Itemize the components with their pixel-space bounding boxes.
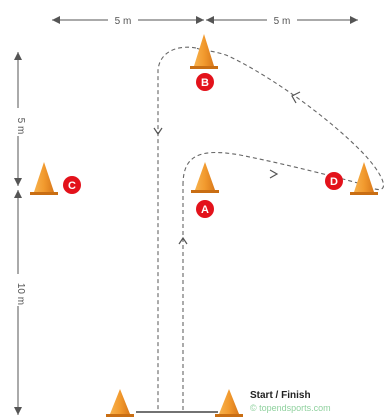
- dimension-label-left-upper: 5 m: [15, 118, 26, 135]
- dimension-top-left: 5 m: [52, 13, 204, 27]
- cone-a: [191, 162, 219, 193]
- arrow-right-lane-up-icon: [178, 236, 188, 245]
- path-b-to-finish: [157, 46, 197, 410]
- marker-c-badge: C: [63, 176, 81, 194]
- cone-start-right: [215, 389, 243, 417]
- marker-b-badge: B: [196, 73, 214, 91]
- cone-b: [190, 34, 218, 69]
- dimension-left-upper: 5 m: [10, 52, 26, 186]
- marker-a-badge: A: [196, 200, 214, 218]
- start-finish-label: Start / Finish: [250, 390, 311, 401]
- dimension-left-lower: 10 m: [10, 190, 26, 415]
- dimension-label-top-right: 5 m: [274, 16, 291, 27]
- watermark: © topendsports.com: [250, 403, 331, 413]
- dimension-top-right: 5 m: [206, 13, 358, 27]
- cone-start-left: [106, 389, 134, 417]
- arrow-a-to-d-icon: [269, 169, 279, 179]
- arrow-left-lane-down-icon: [153, 127, 163, 136]
- cone-c: [30, 162, 58, 195]
- path-a-to-d-to-b: [182, 47, 384, 191]
- marker-c-label: C: [68, 180, 76, 192]
- dimension-label-top-left: 5 m: [115, 16, 132, 27]
- direction-arrows: [153, 91, 301, 245]
- running-path: [157, 46, 384, 410]
- marker-d-label: D: [330, 176, 338, 188]
- marker-a-label: A: [201, 204, 209, 216]
- arrow-d-to-b-icon: [291, 91, 301, 104]
- marker-b-label: B: [201, 77, 209, 89]
- cone-d: [350, 162, 378, 195]
- marker-d-badge: D: [325, 172, 343, 190]
- dimension-label-left-lower: 10 m: [15, 283, 26, 305]
